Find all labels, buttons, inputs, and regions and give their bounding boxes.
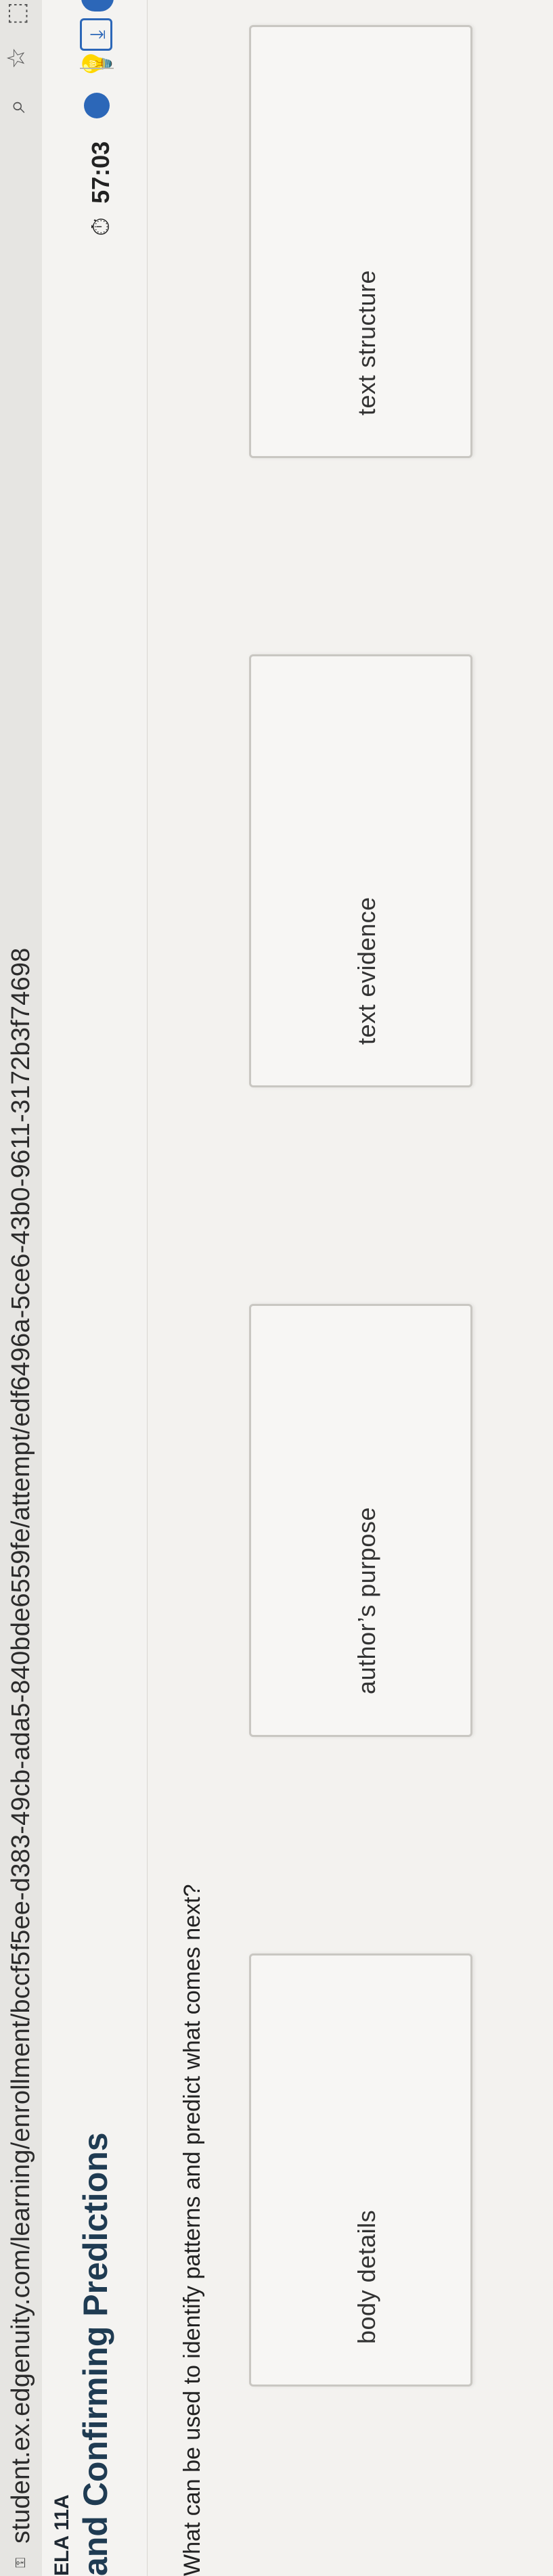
timer-toggle[interactable] — [84, 93, 110, 118]
answer-option-text-evidence[interactable]: text evidence — [249, 654, 472, 1087]
answer-option-label: author’s purpose — [353, 1507, 380, 1694]
answer-option-label: text evidence — [353, 897, 380, 1045]
question-prompt: What can be used to identify patterns an… — [179, 1884, 205, 2576]
extension-icon[interactable]: ⬚ — [3, 1, 30, 25]
url-text[interactable]: student.ex.edgenuity.com/learning/enroll… — [7, 947, 35, 2544]
hint-lightbulb-icon[interactable]: 💡 — [82, 47, 113, 81]
download-icon[interactable]: ⤓ — [80, 18, 112, 51]
header-divider — [80, 68, 114, 69]
timer-value: 57:03 — [87, 141, 114, 204]
course-label: ELA 11A — [51, 2494, 73, 2576]
answer-option-label: body details — [353, 2209, 380, 2344]
zoom-icon[interactable]: ⌕ — [3, 99, 30, 113]
browser-address-bar: ⚿ student.ex.edgenuity.com/learning/enro… — [0, 0, 43, 2576]
secure-site-icon[interactable]: ⚿ — [12, 2557, 28, 2568]
timer: ⏱ 57:03 — [87, 141, 116, 236]
lesson-title: and Confirming Predictions — [76, 2132, 114, 2576]
bookmark-star-icon[interactable]: ☆ — [3, 47, 30, 69]
timer-icon: ⏱ — [87, 217, 115, 236]
answer-option-text-structure[interactable]: text structure — [249, 25, 472, 458]
answer-option-body-details[interactable]: body details — [249, 1953, 472, 2387]
answer-option-label: text structure — [353, 269, 380, 415]
answer-option-authors-purpose[interactable]: author’s purpose — [249, 1304, 472, 1737]
